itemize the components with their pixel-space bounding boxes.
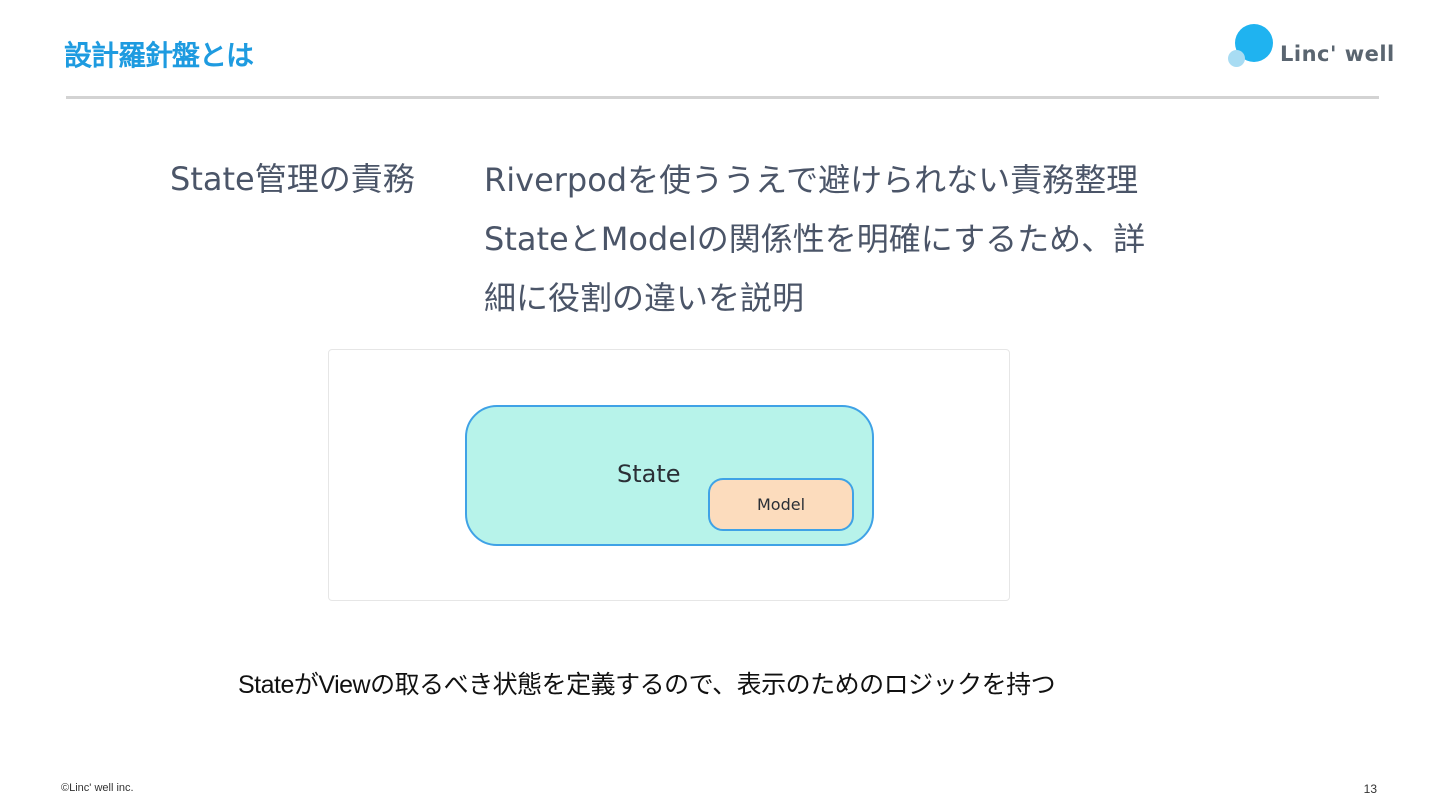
state-label: State [617, 460, 681, 488]
header-divider [66, 96, 1379, 99]
logo-circle-small [1228, 50, 1245, 67]
logo-wordmark: Linc' well [1280, 42, 1395, 66]
company-logo: Linc' well [1226, 22, 1394, 72]
footer-copyright: ©Linc' well inc. [61, 782, 134, 794]
slide-title: 設計羅針盤とは [64, 39, 254, 72]
caption: StateがViewの取るべき状態を定義するので、表示のためのロジックを持つ [238, 671, 1056, 699]
model-label: Model [756, 495, 806, 514]
model-box: Model [708, 478, 854, 531]
section-label: State管理の責務 [170, 160, 415, 198]
description-line: StateとModelの関係性を明確にするため、詳 [484, 220, 1146, 258]
description-line: Riverpodを使ううえで避けられない責務整理 [484, 161, 1139, 199]
page-number: 13 [1363, 782, 1377, 796]
description-line: 細に役割の違いを説明 [484, 279, 805, 317]
description: Riverpodを使ううえで避けられない責務整理 StateとModelの関係性… [484, 151, 1184, 328]
